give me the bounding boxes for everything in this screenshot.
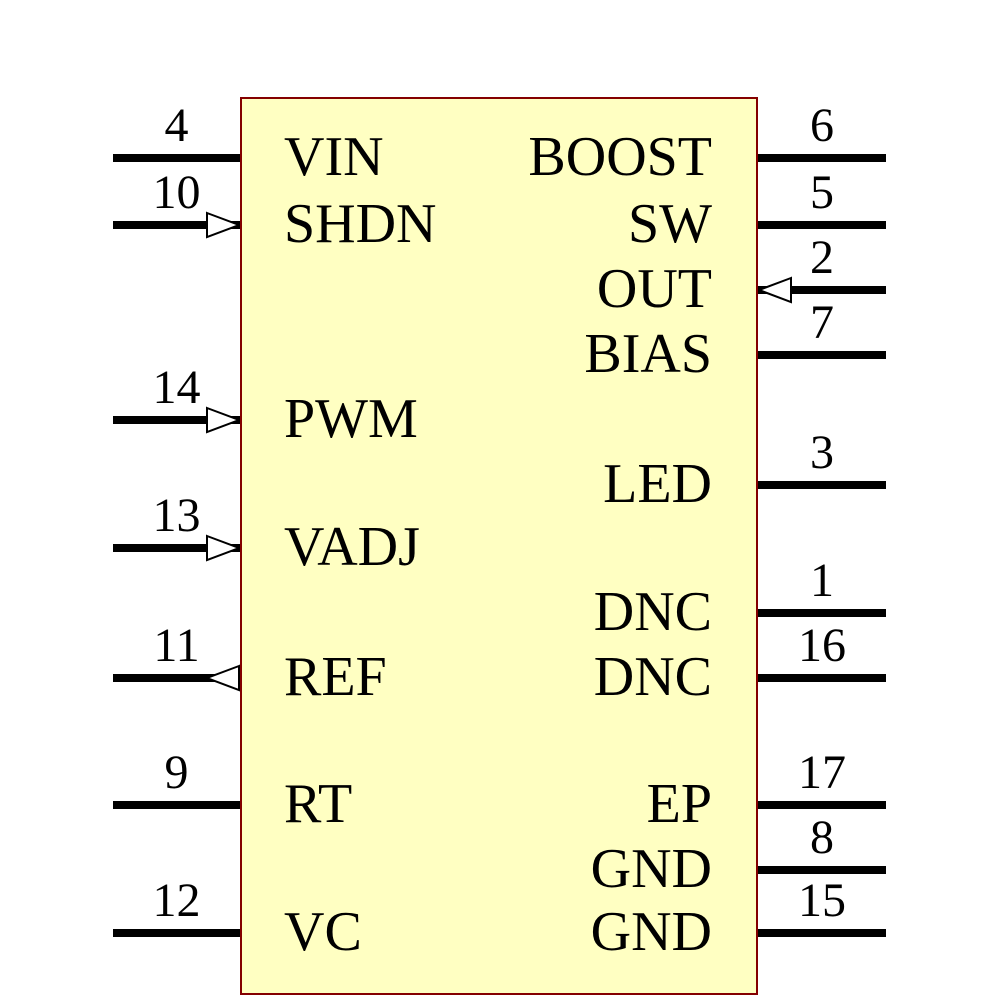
pin-number: 1 bbox=[810, 554, 834, 607]
pin-number: 17 bbox=[798, 746, 846, 799]
pin-label-pwm: PWM bbox=[284, 387, 418, 450]
pin-wire bbox=[113, 544, 240, 552]
pin-wire bbox=[758, 286, 886, 294]
pin-label-out: OUT bbox=[596, 257, 712, 320]
pin-wire bbox=[113, 416, 240, 424]
pin-number: 5 bbox=[810, 166, 834, 219]
pin-number: 6 bbox=[810, 99, 834, 152]
pin-number: 3 bbox=[810, 426, 834, 479]
pin-label-ref: REF bbox=[284, 645, 387, 708]
pin-number: 10 bbox=[152, 166, 201, 219]
pin-number: 8 bbox=[810, 811, 834, 864]
pin-number: 16 bbox=[798, 619, 846, 672]
input-arrow-icon bbox=[206, 211, 240, 239]
pin-number: 11 bbox=[153, 619, 200, 672]
input-arrow-icon bbox=[206, 406, 240, 434]
pin-wire bbox=[758, 866, 886, 874]
pin-number: 14 bbox=[152, 361, 201, 414]
pin-wire bbox=[758, 351, 886, 359]
pin-wire bbox=[758, 609, 886, 617]
pin-number: 12 bbox=[152, 874, 201, 927]
pin-label-dnc1: DNC bbox=[593, 580, 712, 643]
pin-label-gnd1: GND bbox=[590, 837, 712, 900]
pin-wire bbox=[113, 801, 240, 809]
pin-label-sw: SW bbox=[628, 192, 712, 255]
pin-label-boost: BOOST bbox=[528, 125, 712, 188]
pin-number: 13 bbox=[152, 489, 201, 542]
pin-label-rt: RT bbox=[284, 772, 353, 835]
pin-label-vc: VC bbox=[284, 900, 362, 963]
pin-number: 2 bbox=[810, 231, 834, 284]
pin-wire bbox=[758, 154, 886, 162]
pin-wire bbox=[758, 674, 886, 682]
pin-number: 4 bbox=[164, 99, 189, 152]
pin-label-led: LED bbox=[603, 452, 712, 515]
pin-wire bbox=[113, 221, 240, 229]
pin-number: 9 bbox=[164, 746, 189, 799]
input-arrow-icon bbox=[758, 276, 792, 304]
pin-wire bbox=[113, 929, 240, 937]
pin-wire bbox=[113, 154, 240, 162]
pin-wire bbox=[758, 801, 886, 809]
pin-label-bias: BIAS bbox=[584, 322, 712, 385]
pin-label-ep: EP bbox=[646, 772, 712, 835]
pin-label-vin: VIN bbox=[284, 125, 384, 188]
pin-wire bbox=[758, 929, 886, 937]
pin-wire bbox=[758, 481, 886, 489]
pin-wire bbox=[113, 674, 240, 682]
ic-body bbox=[240, 97, 758, 995]
pin-label-shdn: SHDN bbox=[284, 192, 437, 255]
input-arrow-icon bbox=[206, 534, 240, 562]
pin-number: 15 bbox=[798, 874, 846, 927]
output-arrow-icon bbox=[206, 664, 240, 692]
pin-wire bbox=[758, 221, 886, 229]
pin-label-dnc2: DNC bbox=[593, 645, 712, 708]
pin-label-gnd2: GND bbox=[590, 900, 712, 963]
pin-number: 7 bbox=[810, 296, 834, 349]
pin-label-vadj: VADJ bbox=[284, 515, 420, 578]
